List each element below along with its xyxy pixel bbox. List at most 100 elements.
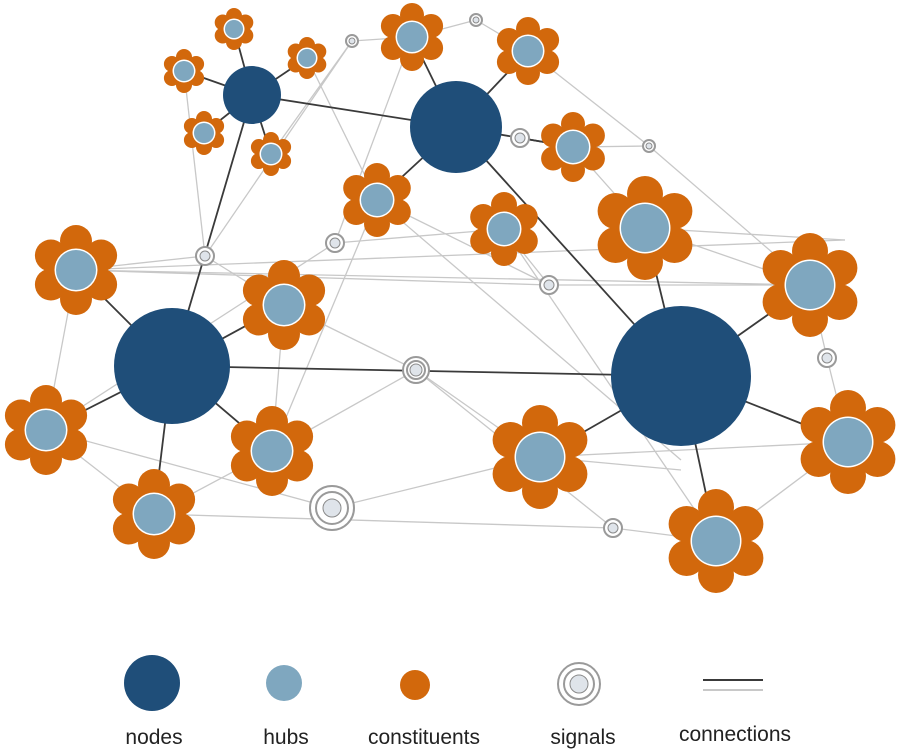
signal bbox=[469, 13, 483, 27]
legend-constituent-label: constituents bbox=[368, 726, 480, 749]
node bbox=[410, 81, 502, 173]
legend-node-swatch bbox=[124, 655, 180, 711]
signal-core bbox=[322, 498, 342, 518]
legend-connection-swatch bbox=[703, 679, 763, 691]
hub bbox=[488, 213, 520, 245]
constituent bbox=[30, 385, 62, 417]
light-connection bbox=[503, 228, 717, 542]
signal-core bbox=[348, 37, 356, 45]
constituent bbox=[698, 557, 734, 593]
signal bbox=[817, 348, 837, 368]
signal bbox=[195, 246, 215, 266]
hub-cluster bbox=[541, 112, 605, 182]
signals-layer bbox=[195, 13, 837, 538]
signal bbox=[309, 485, 355, 531]
hub bbox=[692, 517, 740, 565]
constituent bbox=[698, 489, 734, 525]
hub bbox=[557, 131, 589, 163]
hub bbox=[264, 285, 304, 325]
hub bbox=[361, 184, 393, 216]
light-connection bbox=[45, 429, 333, 509]
legend-connection-label: connections bbox=[679, 723, 791, 746]
light-connection bbox=[75, 239, 846, 271]
hub-cluster bbox=[163, 49, 205, 93]
constituent bbox=[830, 390, 866, 426]
hub bbox=[134, 494, 174, 534]
hub-cluster bbox=[250, 132, 292, 176]
constituent bbox=[792, 233, 828, 269]
hub bbox=[298, 49, 316, 67]
light-connection bbox=[270, 40, 353, 155]
constituent bbox=[522, 473, 558, 509]
constituent bbox=[830, 458, 866, 494]
constituent bbox=[138, 527, 170, 559]
constituent bbox=[138, 469, 170, 501]
legend-hub-label: hubs bbox=[263, 726, 309, 749]
hub-cluster bbox=[214, 8, 254, 50]
light-connection bbox=[539, 441, 849, 458]
hub bbox=[397, 22, 427, 52]
legend-node-label: nodes bbox=[125, 726, 182, 749]
nodes-layer bbox=[114, 66, 751, 446]
constituent bbox=[792, 301, 828, 337]
constituent bbox=[627, 176, 663, 212]
light-connection bbox=[183, 70, 206, 257]
hub bbox=[824, 418, 872, 466]
constituent bbox=[256, 406, 288, 438]
light-connection bbox=[271, 199, 378, 452]
signal-core bbox=[472, 16, 480, 24]
signal bbox=[345, 34, 359, 48]
hub bbox=[194, 123, 214, 143]
signal bbox=[539, 275, 559, 295]
hub-cluster bbox=[380, 3, 444, 71]
hub bbox=[786, 261, 834, 309]
legend-hub-swatch bbox=[266, 665, 302, 701]
constituent bbox=[491, 192, 517, 218]
node bbox=[223, 66, 281, 124]
hub-cluster bbox=[183, 111, 225, 155]
constituent bbox=[522, 405, 558, 441]
hub bbox=[225, 20, 243, 38]
hub-cluster bbox=[597, 176, 693, 280]
clusters-layer bbox=[4, 3, 896, 593]
hub bbox=[513, 36, 543, 66]
constituent bbox=[491, 240, 517, 266]
constituent bbox=[30, 443, 62, 475]
signal-core bbox=[607, 522, 619, 534]
constituent bbox=[364, 211, 390, 237]
signal bbox=[510, 128, 530, 148]
legend-signal-swatch bbox=[557, 662, 601, 706]
constituent bbox=[516, 17, 540, 41]
signal-core bbox=[543, 279, 555, 291]
constituent bbox=[60, 225, 92, 257]
hub-cluster bbox=[470, 192, 538, 266]
constituent bbox=[627, 244, 663, 280]
hub-cluster bbox=[34, 225, 118, 315]
signal-core bbox=[329, 237, 341, 249]
constituent bbox=[364, 163, 390, 189]
hub-cluster bbox=[242, 260, 326, 350]
hub bbox=[174, 61, 194, 81]
constituent bbox=[516, 61, 540, 85]
legend: nodes hubs constituents signals connecti… bbox=[124, 655, 791, 749]
hub-cluster bbox=[230, 406, 314, 496]
hub bbox=[252, 431, 292, 471]
constituent bbox=[561, 158, 585, 182]
signal-core bbox=[514, 132, 526, 144]
constituent bbox=[400, 47, 424, 71]
signal-core bbox=[821, 352, 833, 364]
node bbox=[611, 306, 751, 446]
signal-core bbox=[409, 363, 423, 377]
hub-cluster bbox=[112, 469, 196, 559]
signal bbox=[402, 356, 430, 384]
signal bbox=[642, 139, 656, 153]
hub-cluster bbox=[668, 489, 764, 593]
constituent bbox=[60, 283, 92, 315]
legend-signal-label: signals bbox=[550, 726, 615, 749]
hub bbox=[516, 433, 564, 481]
hub bbox=[261, 144, 281, 164]
hub bbox=[621, 204, 669, 252]
signal bbox=[603, 518, 623, 538]
hub-cluster bbox=[800, 390, 896, 494]
